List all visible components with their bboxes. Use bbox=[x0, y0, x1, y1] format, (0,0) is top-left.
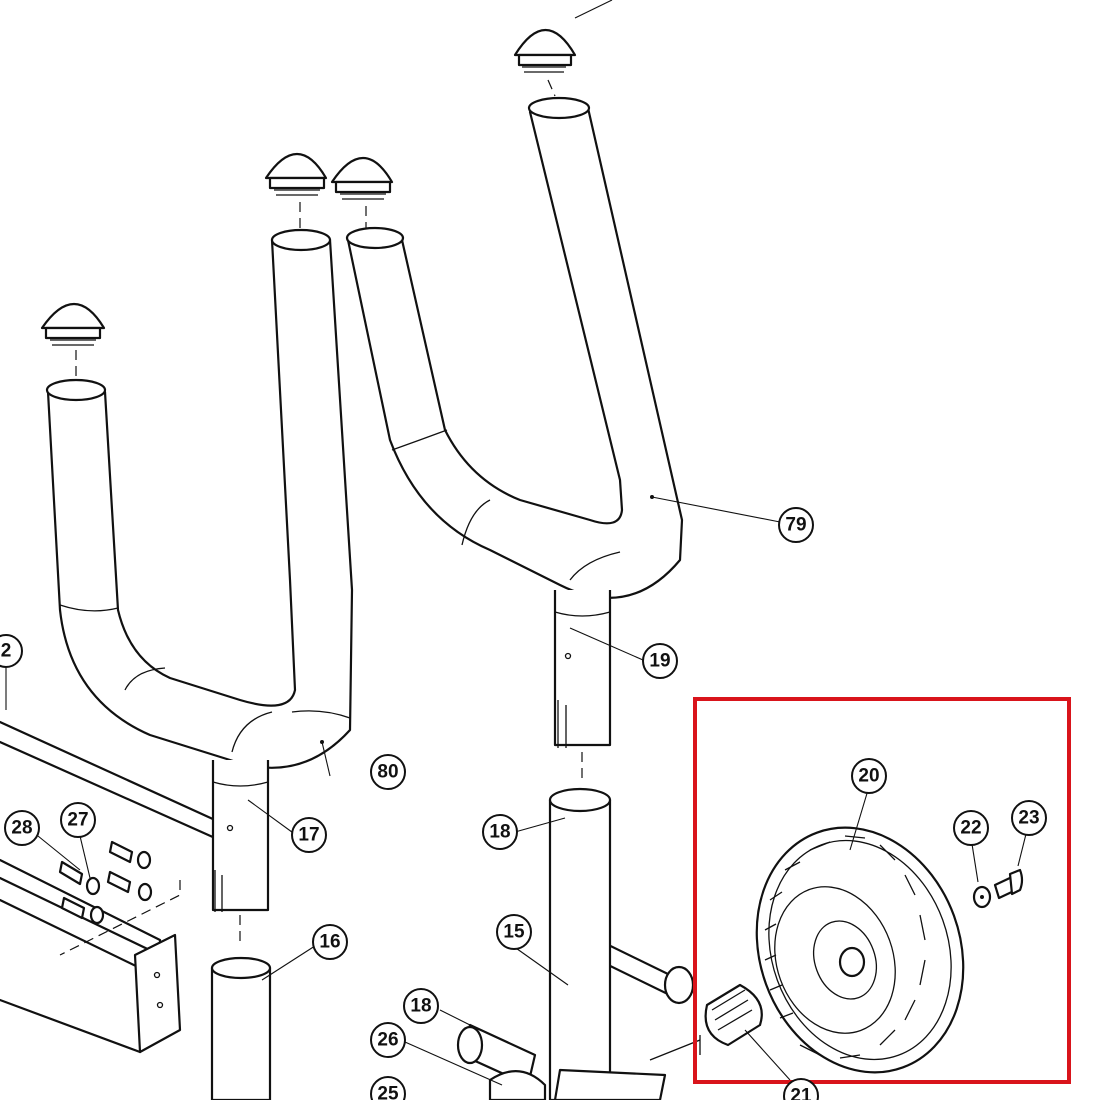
callout-22: 22 bbox=[953, 810, 989, 846]
callout-20-label: 20 bbox=[858, 766, 879, 787]
highlight-box bbox=[693, 697, 1071, 1084]
callout-26: 26 bbox=[370, 1022, 406, 1058]
callout-17: 17 bbox=[291, 817, 327, 853]
callout-20: 20 bbox=[851, 758, 887, 794]
fastener-bolts bbox=[58, 840, 153, 925]
callout-27: 27 bbox=[60, 802, 96, 838]
callout-15: 15 bbox=[496, 914, 532, 950]
callout-16: 16 bbox=[312, 924, 348, 960]
callout-22-label: 22 bbox=[960, 818, 981, 839]
callout-15-label: 15 bbox=[503, 922, 525, 943]
callout-18a: 18 bbox=[482, 814, 518, 850]
callout-21-label: 21 bbox=[790, 1086, 812, 1100]
callout-16-label: 16 bbox=[319, 932, 340, 953]
callout-28-label: 28 bbox=[11, 818, 32, 839]
callout-18b-label: 18 bbox=[410, 996, 431, 1017]
callout-25-label: 25 bbox=[377, 1084, 399, 1100]
callout-80: 80 bbox=[370, 754, 406, 790]
u-frame-80 bbox=[45, 228, 354, 945]
callout-19-label: 19 bbox=[649, 651, 670, 672]
leader-lines bbox=[5, 0, 1027, 1086]
callout-27-label: 27 bbox=[67, 810, 88, 831]
post-16 bbox=[210, 956, 272, 1100]
callout-79: 79 bbox=[778, 507, 814, 543]
base-frame bbox=[0, 720, 217, 1054]
callout-2-label: 2 bbox=[1, 641, 12, 662]
callout-23-label: 23 bbox=[1018, 808, 1039, 829]
wheel-assembly bbox=[704, 826, 1024, 1074]
callout-18a-label: 18 bbox=[489, 822, 510, 843]
callout-18b: 18 bbox=[403, 988, 439, 1024]
post-15-stand bbox=[456, 787, 701, 1100]
callout-17-label: 17 bbox=[298, 825, 319, 846]
callout-28: 28 bbox=[4, 810, 40, 846]
end-caps bbox=[40, 28, 577, 378]
callout-26-label: 26 bbox=[377, 1030, 398, 1051]
callout-23: 23 bbox=[1011, 800, 1047, 836]
callout-19: 19 bbox=[642, 643, 678, 679]
callout-2: 2 bbox=[0, 634, 23, 668]
u-frame-79 bbox=[345, 96, 684, 780]
callout-25: 25 bbox=[370, 1076, 406, 1100]
callout-79-label: 79 bbox=[785, 515, 806, 536]
callout-80-label: 80 bbox=[377, 762, 398, 783]
callout-21: 21 bbox=[783, 1078, 819, 1100]
